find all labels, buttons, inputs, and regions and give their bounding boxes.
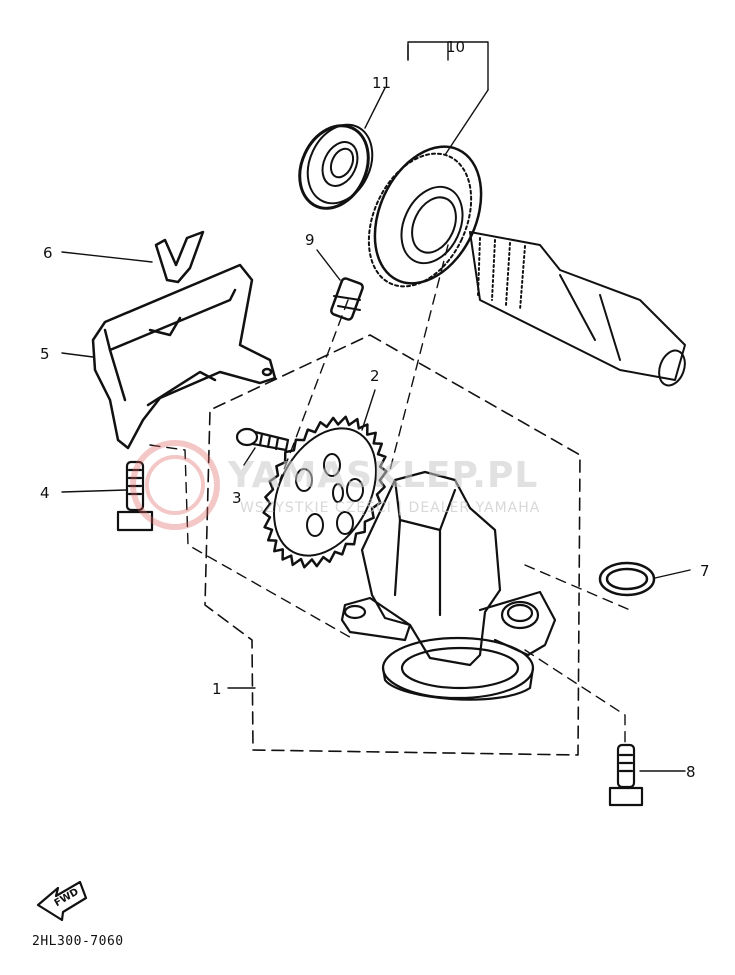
sprocket-part-2 (262, 415, 388, 569)
watermark-logo (130, 440, 220, 530)
label-8: 8 (686, 763, 696, 781)
screw-part-3 (235, 427, 290, 452)
label-9: 9 (305, 231, 315, 249)
label-11: 11 (372, 74, 391, 92)
leader-lines (61, 41, 691, 772)
diagram-code: 2HL300-7060 (32, 934, 124, 949)
guide-plate-part-5 (91, 263, 277, 450)
clip-part-6 (154, 230, 205, 284)
label-6: 6 (43, 244, 53, 262)
label-10: 10 (446, 38, 465, 56)
part-labels: 10 11 9 6 5 2 4 3 7 1 8 FWD (40, 38, 710, 909)
label-1: 1 (212, 680, 222, 698)
oil-seal-part-11 (298, 123, 374, 210)
o-ring-part-7 (598, 561, 656, 597)
bolt-part-8 (608, 743, 644, 807)
forward-arrow-icon (36, 880, 88, 922)
dash-line-8 (524, 649, 626, 746)
label-7: 7 (700, 562, 710, 580)
drive-gear-part-10 (367, 145, 483, 288)
dash-line-9-gear (279, 299, 349, 481)
assembly-outline (204, 334, 581, 756)
dash-line-10-gear (389, 244, 449, 471)
label-3: 3 (232, 489, 242, 507)
pin-part-9 (330, 277, 364, 321)
label-4: 4 (40, 484, 50, 502)
label-2: 2 (370, 367, 380, 385)
crankshaft (469, 231, 686, 387)
label-5: 5 (40, 345, 50, 363)
bolt-part-4 (116, 460, 154, 532)
dash-line-5-pump (149, 444, 356, 641)
oil-pump-body (340, 470, 557, 701)
dash-line-7 (524, 564, 631, 611)
watermark-text: YAMASKLEP.PL (228, 455, 539, 496)
watermark-subtext: WSZYSTKIE CZĘŚCI | DEALER YAMAHA (240, 500, 541, 516)
